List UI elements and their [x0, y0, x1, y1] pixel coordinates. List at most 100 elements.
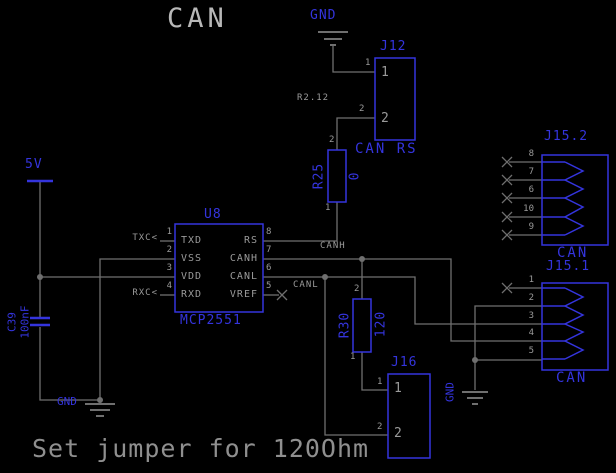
wire-r30-to-j16 — [361, 352, 388, 391]
junction-canh-r30 — [359, 256, 365, 262]
u8-part: MCP2551 — [180, 313, 242, 328]
x-mark-j15-2-pin-e — [501, 229, 513, 241]
j12-box — [374, 57, 416, 141]
c39-ref: C39 — [5, 312, 19, 332]
j15-1-ref: J15.1 — [546, 259, 591, 274]
j15-1-pin-number-5: 5 — [528, 346, 534, 356]
u8-pin-number-7: 7 — [266, 245, 272, 255]
j15-2-inner-pins — [542, 161, 565, 236]
u8-pin-name-canh: CANH — [229, 253, 258, 264]
r30-box — [352, 298, 372, 353]
r30-pin-number-1: 1 — [350, 352, 356, 362]
u8-box — [174, 223, 264, 313]
j15-2-pin-number-a: 8 — [528, 149, 534, 159]
j15-1-inner-pins — [542, 287, 565, 360]
j15-1-pin-number-4: 4 — [528, 328, 534, 338]
net-label-r212: R2.12 — [297, 93, 330, 103]
j15-1-pin-number-1: 1 — [528, 275, 534, 285]
wire-j12-to-r25 — [336, 117, 375, 150]
x-mark-j15-2-pin-c — [501, 192, 513, 204]
no-connect-marks — [276, 156, 513, 301]
u8-pin-number-3: 3 — [166, 263, 172, 273]
ground-symbols — [85, 31, 488, 417]
wires — [39, 45, 542, 436]
x-mark-j15-2-pin-d — [501, 211, 513, 223]
x-mark-j15-2-pin-b — [501, 174, 513, 186]
wire-j15-2-stubs — [509, 161, 542, 236]
j12-pin-2: 2 — [381, 111, 389, 126]
net-label-canl: CANL — [293, 280, 319, 290]
j16-pin-number-2: 2 — [377, 422, 383, 432]
r25-box — [327, 149, 347, 203]
j15-2-ref: J15.2 — [544, 129, 589, 144]
x-mark-j15-2-pin-a — [501, 156, 513, 168]
j12-pin-number-2: 2 — [359, 104, 365, 114]
u8-pin-name-rs: RS — [243, 235, 258, 246]
j12-caption: CAN RS — [355, 141, 418, 157]
u8-pin-name-vss: VSS — [181, 253, 203, 264]
u8-pin-name-txd: TXD — [181, 235, 203, 246]
page-title: CAN — [167, 3, 228, 34]
gnd-label-bottom-left: GND — [57, 395, 77, 408]
j15-2-pin-number-e: 9 — [528, 222, 534, 232]
u8-pin-number-2: 2 — [166, 245, 172, 255]
gnd-symbol-top — [318, 31, 348, 46]
wire-r25-to-rs — [263, 202, 338, 242]
j16-pin-1: 1 — [394, 381, 402, 396]
r30-value: 120 — [373, 310, 389, 338]
j15-2-pin-number-b: 7 — [528, 167, 534, 177]
j15-1-caption: CAN — [556, 370, 588, 386]
junction-canl-j16 — [322, 274, 328, 280]
j15-1-pin-number-3: 3 — [528, 311, 534, 321]
u8-pin-number-1: 1 — [166, 227, 172, 237]
j15-1-contact-zigzag — [563, 287, 585, 360]
u8-pin-number-4: 4 — [166, 281, 172, 291]
x-mark-vref — [276, 289, 288, 301]
j15-2-contact-zigzag — [563, 161, 585, 236]
j16-box — [387, 373, 431, 459]
u8-pin-number-5: 5 — [266, 281, 272, 291]
wire-c39-to-gnd — [39, 327, 100, 401]
u8-pin-name-vref: VREF — [229, 289, 258, 300]
junction-gnd-left — [97, 397, 103, 403]
junction-j15-gnd — [472, 357, 478, 363]
gnd-label-top: GND — [310, 8, 337, 23]
u8-pin-name-rxd: RXD — [181, 289, 203, 300]
r25-value: 0 — [347, 171, 363, 181]
v5-label: 5V — [25, 157, 43, 172]
gnd-symbol-bottom-left — [85, 403, 115, 417]
wire-vss-to-gnd — [99, 258, 175, 400]
r25-pin-number-2: 2 — [329, 135, 335, 145]
u8-ref: U8 — [204, 207, 222, 222]
j12-pin-number-1: 1 — [365, 58, 371, 68]
j15-2-caption: CAN — [557, 245, 589, 261]
j15-2-pin-number-c: 6 — [528, 185, 534, 195]
j15-1-box — [541, 282, 609, 371]
net-label-rx: RXC< — [132, 288, 158, 298]
junction-vdd-5v — [37, 274, 43, 280]
net-label-tx: TXC< — [132, 233, 158, 243]
r30-ref: R30 — [337, 311, 353, 339]
wire-gnd-to-j12 — [332, 45, 375, 73]
wire-canh — [263, 258, 542, 342]
x-mark-j15-1-pin1 — [501, 282, 513, 294]
wire-canl-to-j16 — [324, 277, 388, 436]
r25-ref: R25 — [311, 162, 327, 190]
junction-dots — [37, 256, 478, 403]
j16-ref: J16 — [391, 355, 418, 370]
j16-pin-2: 2 — [394, 426, 402, 441]
r25-pin-number-1: 1 — [325, 203, 331, 213]
net-label-canh: CANH — [320, 241, 346, 251]
u8-pin-number-8: 8 — [266, 227, 272, 237]
j15-2-pin-number-d: 10 — [523, 204, 534, 214]
c39-value: 100nF — [18, 305, 32, 339]
j15-2-box — [541, 154, 609, 246]
gnd-label-j16: GND — [443, 382, 457, 402]
u8-pin-number-6: 6 — [266, 263, 272, 273]
gnd-symbol-j16 — [462, 391, 488, 405]
j16-pin-number-1: 1 — [377, 377, 383, 387]
c39-capacitor-plates — [30, 316, 50, 327]
u8-pin-name-canl: CANL — [229, 271, 258, 282]
